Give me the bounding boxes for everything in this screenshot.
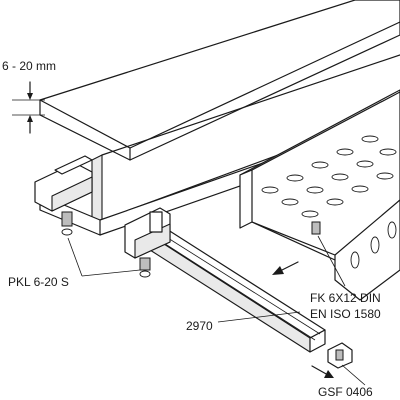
leader-lines: [67, 235, 366, 386]
clamp-bolt: [61, 211, 73, 227]
beam-clamp-right: [124, 207, 171, 278]
clamp-nut: [61, 228, 73, 236]
rail-top-face: [149, 227, 326, 339]
tray-side-front: [239, 169, 253, 229]
tray-bolt: [311, 221, 321, 235]
flange-dimension: [12, 81, 45, 134]
rail-end-face: [309, 329, 326, 353]
direction-arrow-tray: [272, 261, 299, 275]
tray-perforations: [261, 135, 397, 269]
direction-arrow-connector: [311, 365, 334, 378]
leader-clamp-left: [67, 237, 83, 277]
leader-clamp-right: [81, 269, 141, 277]
rail-length-label: 2970: [186, 319, 213, 333]
leader-connector: [341, 364, 366, 386]
tray-side-right: [334, 199, 400, 301]
clamp-side: [51, 176, 93, 212]
flange-range-label: 6 - 20 mm: [2, 59, 56, 73]
rail-side-face: [149, 234, 311, 353]
leader-bolt: [317, 235, 346, 287]
bolt-spec-label-1: FK 6X12 DIN: [310, 291, 381, 305]
connector-part: [327, 342, 353, 369]
clamp-nut-right: [139, 270, 151, 278]
beam-clamp-left: [34, 155, 93, 236]
mounting-rail: [149, 227, 326, 353]
clamp-part-label: PKL 6-20 S: [8, 275, 69, 289]
connector-part-label: GSF 0406: [318, 385, 373, 399]
bolt-spec-label-2: EN ISO 1580: [310, 307, 381, 321]
i-beam-web: [91, 154, 103, 227]
clamp-bolt-right: [139, 257, 151, 271]
leader-rail: [217, 311, 301, 323]
cable-tray: [239, 89, 400, 301]
